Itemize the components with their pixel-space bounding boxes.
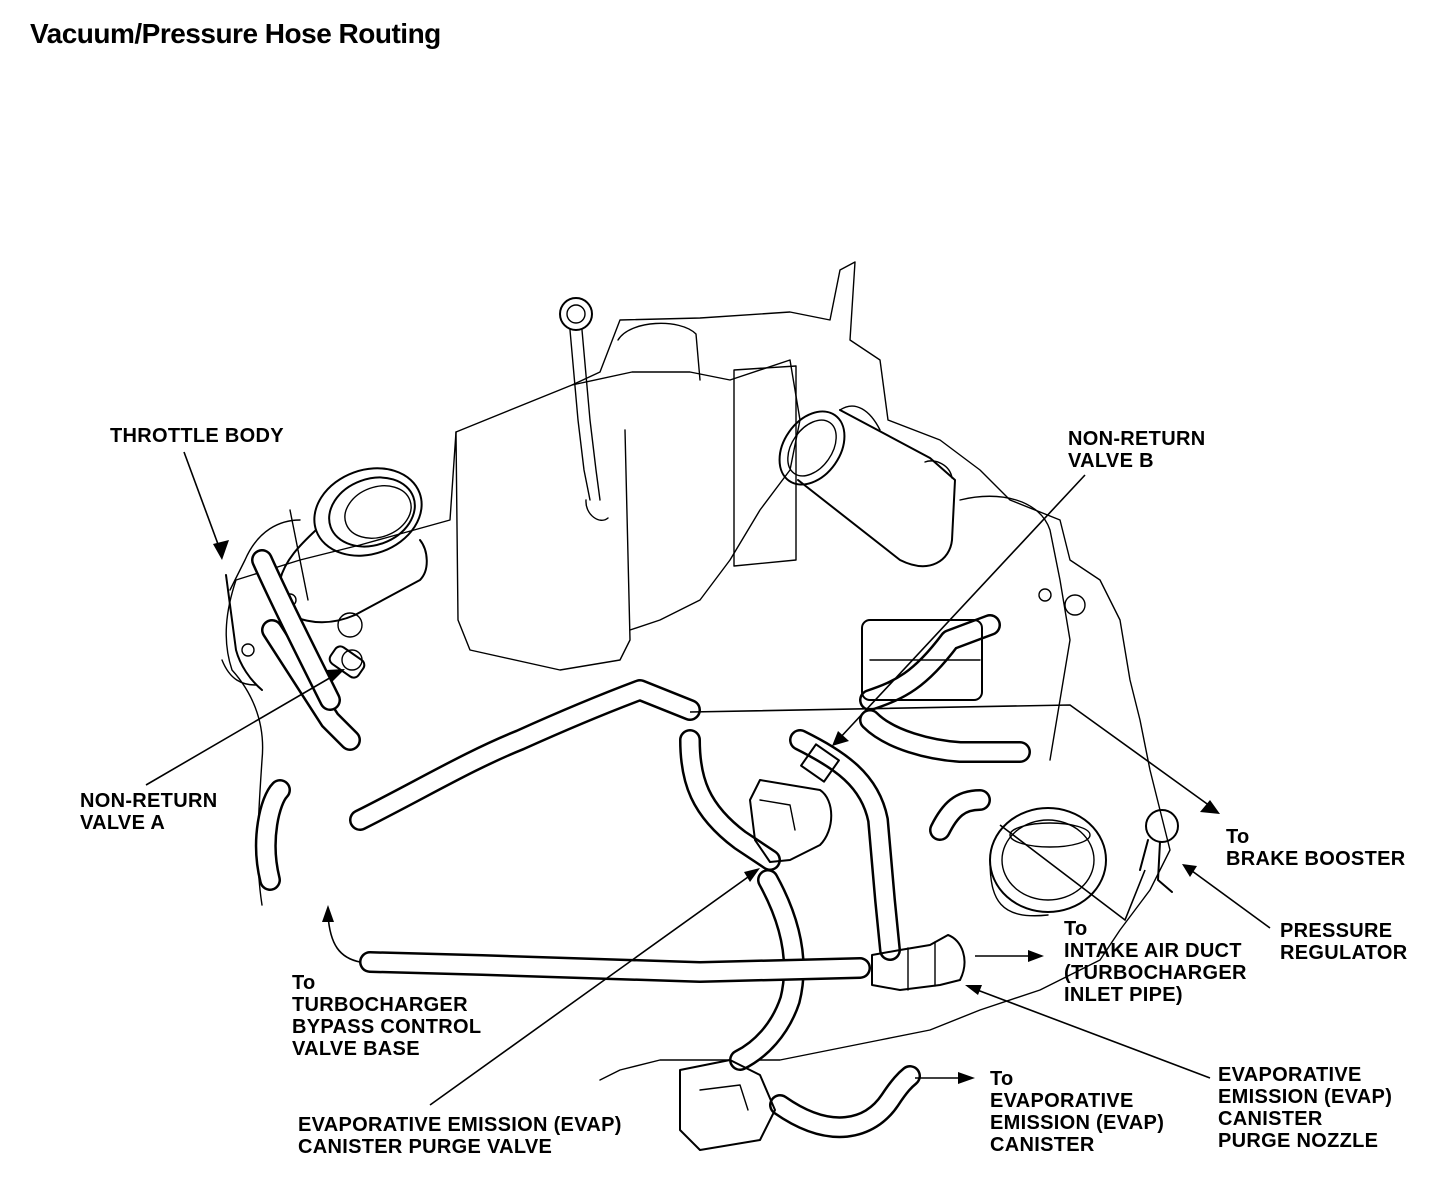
leader-brake-booster <box>689 704 1211 807</box>
engine-outline <box>225 261 1171 1081</box>
components <box>328 619 1179 1151</box>
leader-non-return-valve-b <box>837 474 1086 741</box>
leader-evap-purge-valve <box>429 871 756 1106</box>
label-throttle-body: THROTTLE BODY <box>110 425 284 447</box>
label-intake-air-duct: To INTAKE AIR DUCT (TURBOCHARGER INLET P… <box>1064 918 1247 1006</box>
label-evap-purge-valve: EVAPORATIVE EMISSION (EVAP) CANISTER PUR… <box>298 1114 622 1158</box>
label-non-return-valve-a: NON-RETURN VALVE A <box>80 790 218 834</box>
leader-lines <box>145 451 1271 1106</box>
label-non-return-valve-b: NON-RETURN VALVE B <box>1068 428 1206 472</box>
page-title: Vacuum/Pressure Hose Routing <box>30 18 441 49</box>
label-evap-purge-nozzle: EVAPORATIVE EMISSION (EVAP) CANISTER PUR… <box>1218 1064 1393 1152</box>
label-pressure-regulator: PRESSURE REGULATOR <box>1280 920 1408 964</box>
throttle-body-drawing <box>221 467 428 691</box>
label-evap-canister: To EVAPORATIVE EMISSION (EVAP) CANISTER <box>990 1068 1165 1156</box>
leader-non-return-valve-a <box>145 671 341 786</box>
label-brake-booster: To BRAKE BOOSTER <box>1226 826 1406 870</box>
leader-throttle-body <box>183 451 223 556</box>
label-turbo-bypass: To TURBOCHARGER BYPASS CONTROL VALVE BAS… <box>292 972 482 1060</box>
leader-pressure-regulator <box>1187 867 1271 929</box>
leader-intake-air-duct <box>999 824 1146 922</box>
leader-evap-purge-nozzle <box>971 987 1211 1079</box>
leader-turbo-bypass <box>327 914 361 963</box>
vacuum-hoses <box>251 549 1031 1139</box>
